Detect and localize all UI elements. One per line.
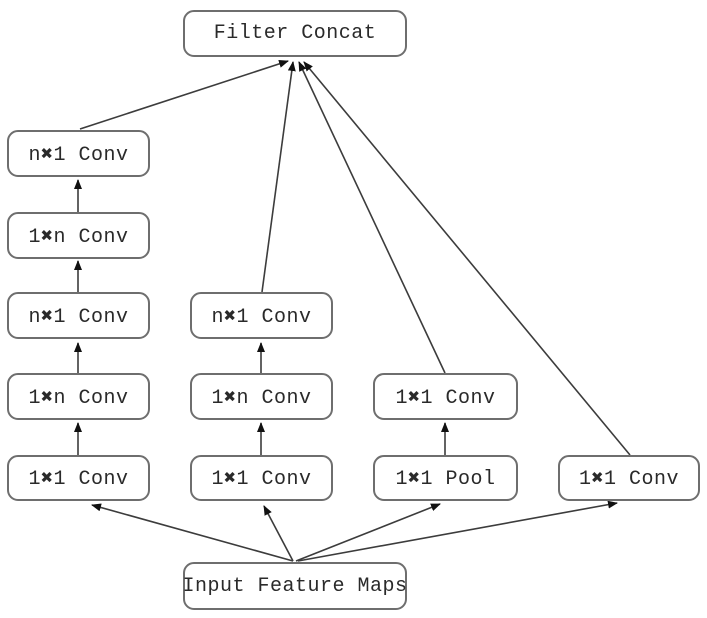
node-nx1-conv-branch1-top: n✖1 Conv	[7, 130, 150, 177]
node-1xn-conv-branch1-lower: 1✖n Conv	[7, 373, 150, 420]
edge-c3r1-concat	[298, 61, 446, 374]
edge-c1r1-concat	[79, 59, 289, 130]
edge-c4r1-concat	[303, 61, 631, 456]
node-1xn-conv-branch2-mid: 1✖n Conv	[190, 373, 333, 420]
node-nx1-conv-branch2-top: n✖1 Conv	[190, 292, 333, 339]
node-filter-concat: Filter Concat	[183, 10, 407, 57]
node-input-feature-maps: Input Feature Maps	[182, 562, 407, 610]
edge-input-c3r2	[295, 503, 441, 562]
node-1x1-conv-branch3-top: 1✖1 Conv	[373, 373, 518, 420]
node-nx1-conv-branch1-mid: n✖1 Conv	[7, 292, 150, 339]
edge-input-c2r3	[263, 505, 294, 562]
node-1x1-pool-branch3-bottom: 1✖1 Pool	[373, 455, 518, 501]
node-1x1-conv-branch1-bottom: 1✖1 Conv	[7, 455, 150, 501]
edge-input-c4r1	[297, 500, 618, 562]
edge-input-c1r5	[91, 503, 294, 562]
node-1xn-conv-branch1-upper: 1✖n Conv	[7, 212, 150, 259]
edge-c2r1-concat	[261, 61, 296, 293]
node-1x1-conv-branch2-bottom: 1✖1 Conv	[190, 455, 333, 501]
node-1x1-conv-branch4: 1✖1 Conv	[558, 455, 700, 501]
